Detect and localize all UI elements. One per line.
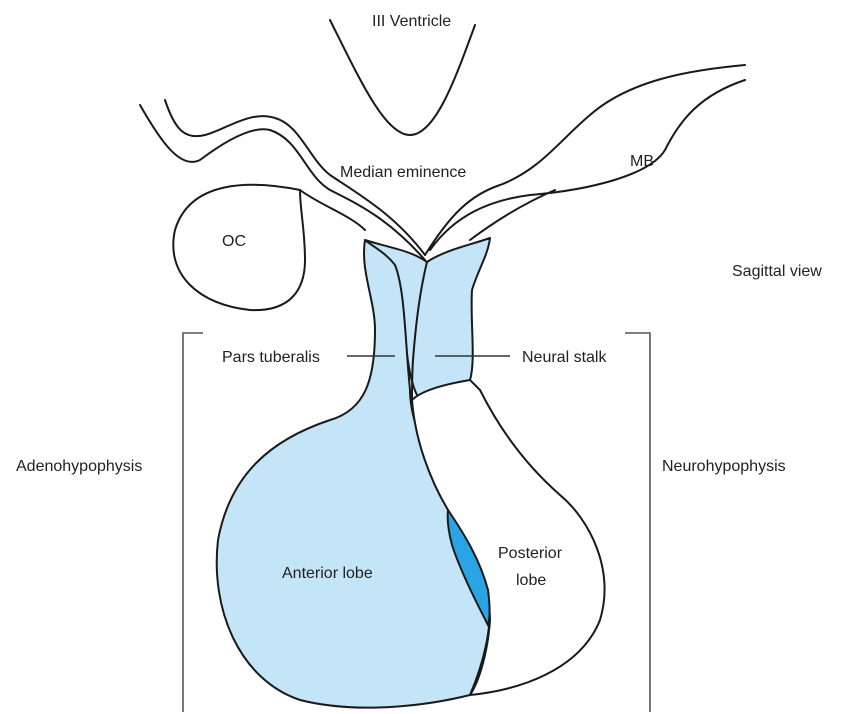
sagittal-view-label: Sagittal view xyxy=(732,263,822,280)
neurohypophysis-bracket xyxy=(625,333,650,712)
oc-label: OC xyxy=(222,233,246,250)
third-ventricle-label: III Ventricle xyxy=(372,13,451,30)
neurohypophysis-label: Neurohypophysis xyxy=(662,458,786,475)
posterior-lobe-label-line2: lobe xyxy=(516,572,546,589)
mb-label: MB xyxy=(630,153,654,170)
neural-stalk-label: Neural stalk xyxy=(522,349,607,366)
adenohypophysis-label: Adenohypophysis xyxy=(16,458,142,475)
adenohypophysis-bracket xyxy=(183,333,203,712)
median-eminence-label: Median eminence xyxy=(340,164,466,181)
anterior-lobe-label: Anterior lobe xyxy=(282,565,373,582)
pars-tuberalis-label: Pars tuberalis xyxy=(222,349,320,366)
posterior-lobe-label-line1: Posterior xyxy=(498,545,563,562)
mammillary-body-outline xyxy=(425,65,745,255)
third-ventricle-outline xyxy=(330,20,475,135)
